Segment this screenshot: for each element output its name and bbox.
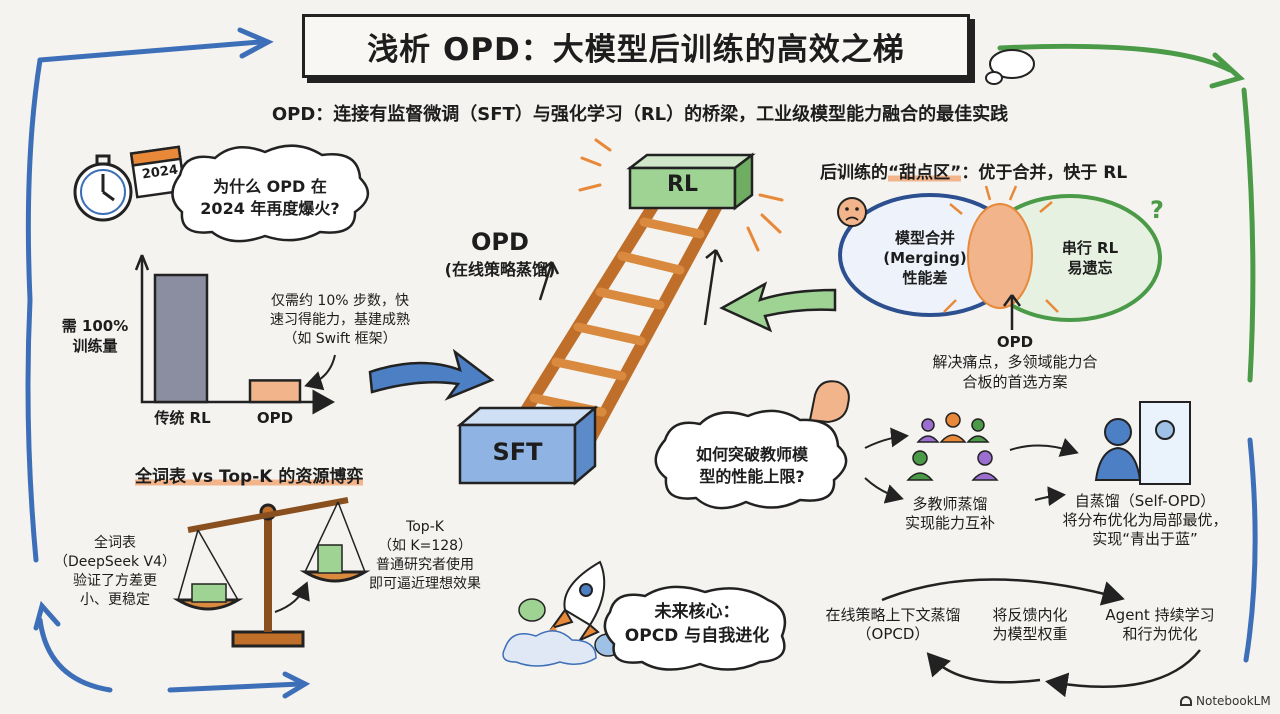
title-box: 浅析 OPD：大模型后训练的高效之梯 — [302, 14, 970, 78]
bar-y-label: 需 100% 训练量 — [61, 317, 129, 355]
balance-scale-icon — [172, 497, 371, 648]
cycle-mid-text: 将反馈内化 为模型权重 — [992, 606, 1068, 643]
border-arrow-top-right — [997, 43, 1256, 383]
venn-left-text: 模型合并 (Merging) 性能差 — [883, 229, 967, 287]
vocab-right-text: Top-K （如 K=128） 普通研究者使用 即可逼近理想效果 — [369, 519, 481, 592]
ladder-bottom-label: SFT — [492, 438, 543, 466]
smoke-cloud — [502, 630, 597, 667]
cycle-right-text: Agent 持续学习 和行为优化 — [1105, 606, 1215, 643]
blue-arrow-to-ladder — [368, 348, 495, 401]
title-bubbles — [985, 49, 1035, 85]
bar-label-opd: OPD — [256, 409, 294, 427]
ladder-top-label: RL — [667, 172, 698, 197]
venn-opd-text: OPD 解决痛点，多领域能力合 合板的首选方案 — [932, 333, 1098, 391]
rocket-icon — [533, 560, 606, 652]
vocab-left-text: 全词表 （DeepSeek V4） 验证了方差更 小、更稳定 — [53, 535, 177, 608]
mirror-person-icon — [1094, 401, 1191, 485]
cycle-left-text: 在线策略上下文蒸馏 （OPCD） — [825, 606, 961, 643]
why-question: 为什么 OPD 在 2024 年再度爆火? — [200, 177, 340, 218]
people-group-icon — [906, 412, 999, 481]
ladder-name: OPD (在线策略蒸馏) — [444, 228, 556, 279]
calendar-year: 2024 — [141, 162, 179, 183]
bar-note: 仅需约 10% 步数，快 速习得能力，基建成熟 （如 Swift 框架） — [270, 293, 410, 347]
self-opd-text: 自蒸馏（Self-OPD） 将分布优化为局部最优， 实现“青出于蓝” — [1062, 492, 1228, 548]
multi-teacher-text: 多教师蒸馏 实现能力互补 — [904, 495, 995, 532]
notebook-logo-icon — [1180, 696, 1192, 706]
sweet-spot-header: 后训练的“甜点区”：优于合并，快于 RL — [820, 163, 1128, 183]
venn-right-text: 串行 RL 易遗忘 — [1061, 239, 1119, 277]
scale-arrow — [274, 581, 310, 613]
green-arrow-from-venn — [719, 281, 837, 333]
vocab-header: 全词表 vs Top-K 的资源博弈 — [135, 467, 364, 487]
watermark: NotebookLM — [1180, 694, 1276, 708]
stopwatch-icon — [73, 154, 133, 222]
future-core: 未来核心： OPCD 与自我进化 — [624, 602, 770, 646]
flexed-arm-icon — [808, 380, 850, 424]
question-mark-icon: ? — [1150, 196, 1164, 224]
page-title: 浅析 OPD：大模型后训练的高效之梯 — [367, 31, 905, 68]
bar-note-arrow — [304, 354, 336, 391]
brain-icon — [518, 598, 622, 657]
bar-label-rl: 传统 RL — [154, 409, 211, 427]
sad-face-icon — [837, 197, 867, 227]
subtitle: OPD：连接有监督微调（SFT）与强化学习（RL）的桥梁，工业级模型能力融合的最… — [271, 104, 1009, 125]
teacher-arrows — [864, 427, 1079, 507]
teacher-question: 如何突破教师模 型的性能上限? — [695, 445, 808, 486]
